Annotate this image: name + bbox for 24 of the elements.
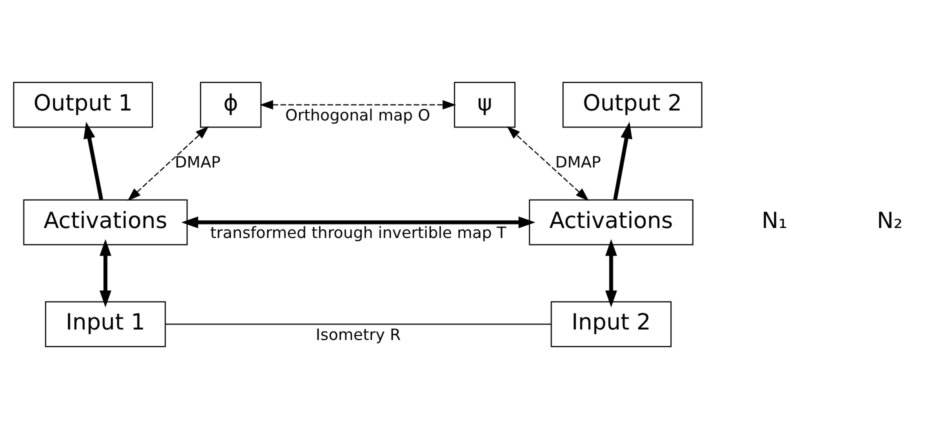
node-box: ψ [453, 81, 515, 128]
node-box: Activations [528, 198, 693, 245]
node-box: Activations [22, 198, 188, 245]
edge-label: transformed through invertible map T [210, 222, 506, 242]
arrow [99, 238, 111, 307]
edge-label: Isometry R [315, 324, 400, 344]
arrow [180, 216, 535, 228]
label: N₂ [876, 207, 902, 234]
edge-label: DMAP [174, 152, 220, 172]
node-box: Input 1 [44, 300, 166, 347]
edge-label: Orthogonal map O [284, 105, 430, 124]
node-box: Output 1 [12, 81, 152, 128]
connector [164, 323, 551, 324]
node-box: ϕ [199, 81, 262, 128]
arrow [83, 121, 103, 200]
arrow [612, 121, 632, 200]
node-box: Output 2 [562, 81, 702, 128]
arrow [259, 100, 456, 110]
arrow [126, 126, 208, 200]
edge-label: DMAP [554, 152, 601, 172]
label: N₁ [761, 207, 787, 234]
node-box: Input 2 [550, 300, 672, 347]
arrow [506, 126, 588, 200]
arrow [604, 238, 617, 307]
